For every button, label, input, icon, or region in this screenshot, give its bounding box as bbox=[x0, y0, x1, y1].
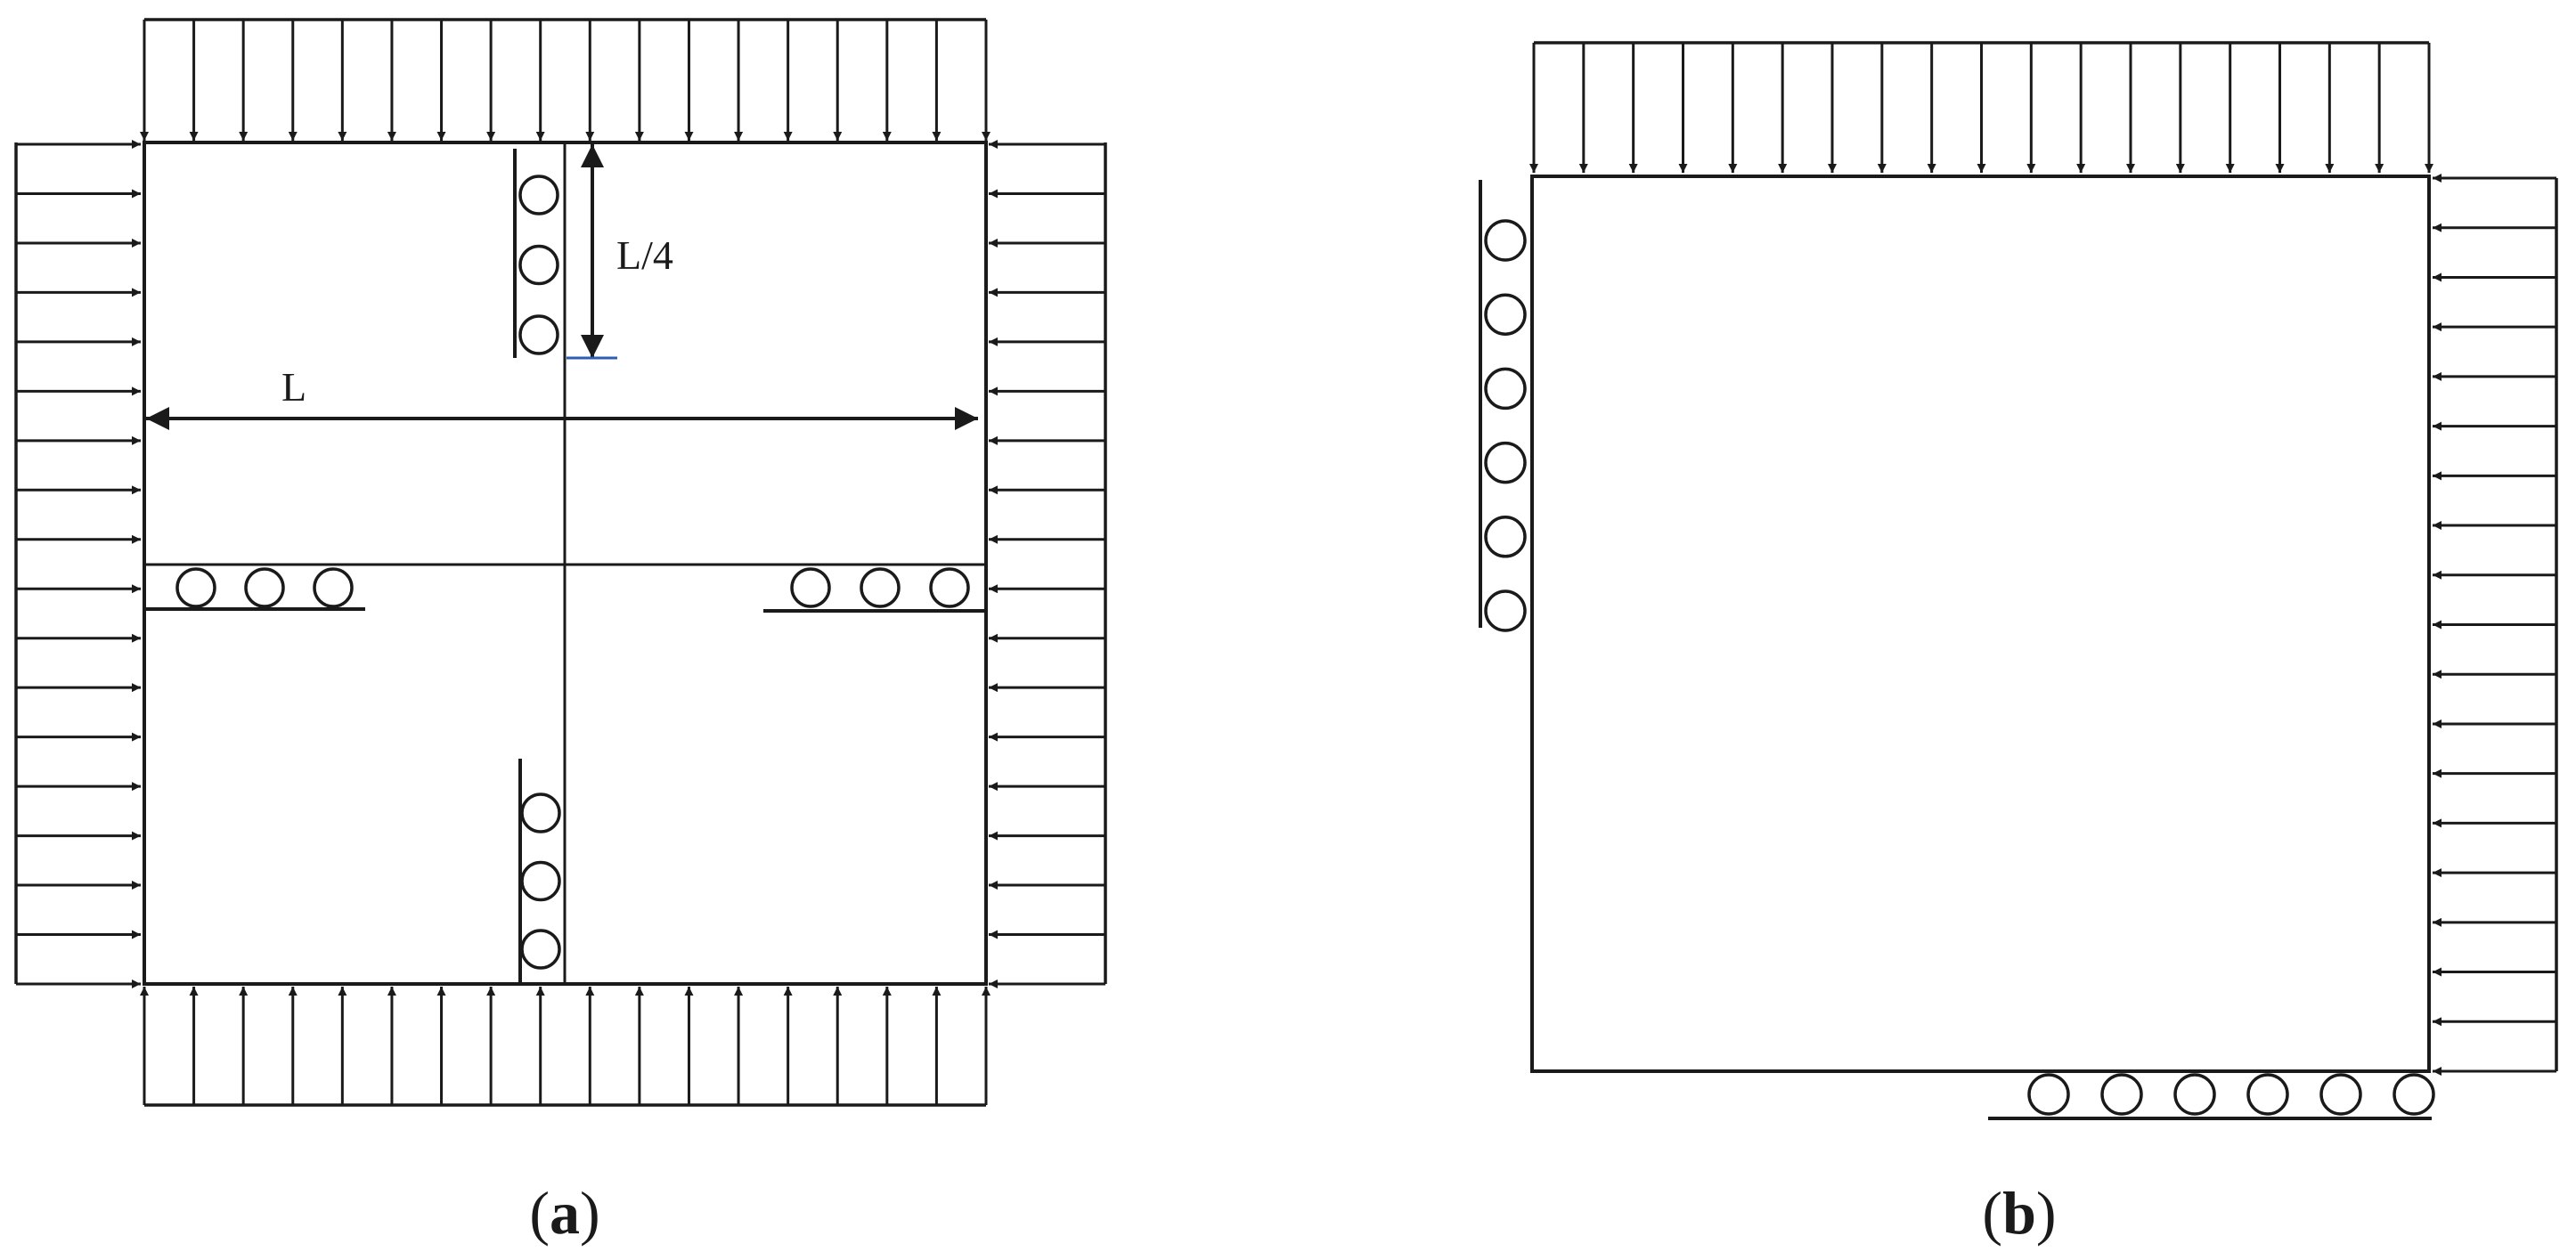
panel-b-caption: (b) bbox=[1982, 1179, 2056, 1247]
roller bbox=[2246, 1073, 2289, 1116]
panel-a-length-dimension: L bbox=[146, 364, 978, 430]
panel-a-right-distributed-load bbox=[989, 140, 1107, 988]
panel-a-roller-support-left bbox=[144, 567, 365, 611]
roller bbox=[313, 567, 354, 608]
roller bbox=[2100, 1073, 2143, 1116]
roller bbox=[518, 175, 559, 215]
roller bbox=[520, 793, 561, 833]
roller bbox=[1484, 441, 1527, 484]
roller bbox=[2173, 1073, 2216, 1116]
panel-b-roller-support-bottom bbox=[1988, 1073, 2435, 1120]
roller bbox=[244, 567, 285, 608]
roller bbox=[1484, 589, 1527, 632]
panel-a-bottom-distributed-load bbox=[140, 987, 990, 1107]
panel-a: L L/4 (a) bbox=[14, 18, 1107, 1247]
roller bbox=[1484, 516, 1527, 558]
roller bbox=[175, 567, 216, 608]
roller bbox=[520, 929, 561, 970]
panel-b-specimen-outline bbox=[1530, 175, 2431, 1073]
panel-b-right-distributed-load bbox=[2433, 174, 2558, 1076]
panel-a-roller-support-right bbox=[763, 567, 986, 613]
roller bbox=[929, 567, 970, 608]
roller bbox=[2027, 1073, 2070, 1116]
roller bbox=[520, 860, 561, 902]
panel-b-roller-support-left bbox=[1479, 180, 1527, 632]
roller bbox=[518, 314, 559, 355]
length-dimension-label: L bbox=[281, 364, 306, 410]
roller bbox=[1484, 219, 1527, 262]
panel-b-top-distributed-load bbox=[1529, 41, 2433, 173]
roller bbox=[2319, 1073, 2362, 1116]
roller bbox=[790, 567, 831, 608]
panel-a-caption: (a) bbox=[529, 1179, 599, 1247]
panel-a-quarter-dimension: L/4 bbox=[567, 144, 673, 360]
roller bbox=[2393, 1073, 2435, 1116]
panel-b: (b) bbox=[1479, 41, 2558, 1247]
roller bbox=[1484, 367, 1527, 411]
panel-a-left-distributed-load bbox=[14, 140, 141, 988]
panel-a-roller-support-top bbox=[513, 149, 559, 358]
roller bbox=[860, 567, 901, 608]
panel-a-roller-support-bottom bbox=[518, 759, 561, 984]
panel-a-top-distributed-load bbox=[140, 18, 990, 141]
roller bbox=[518, 244, 559, 286]
quarter-dimension-label: L/4 bbox=[616, 232, 673, 278]
roller bbox=[1484, 293, 1527, 336]
